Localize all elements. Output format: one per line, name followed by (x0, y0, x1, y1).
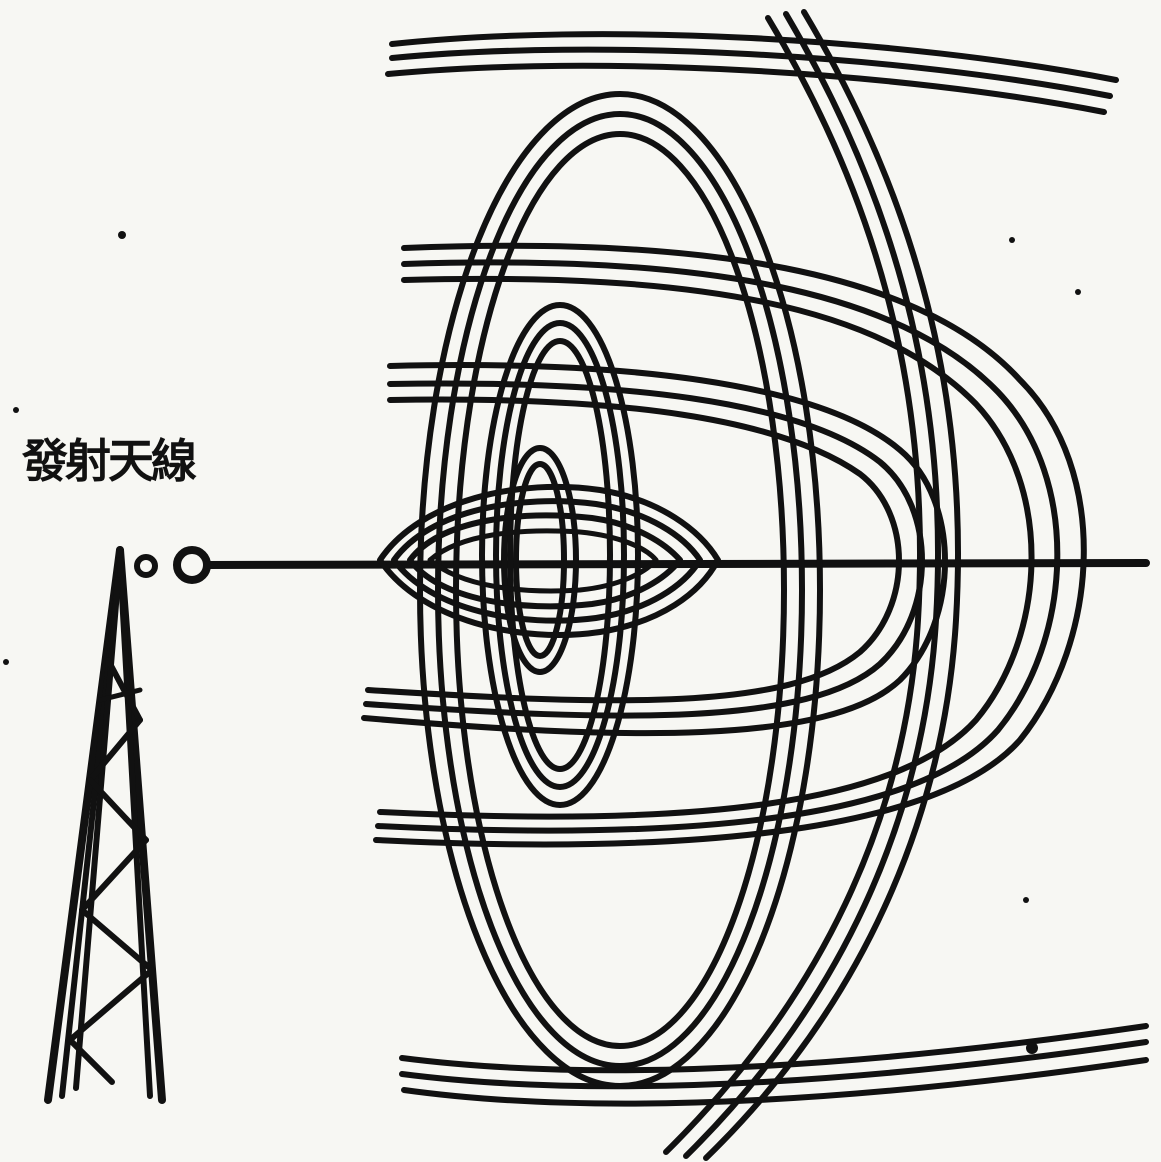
crossing-band (666, 12, 958, 1158)
field-lines-bottom (402, 1026, 1146, 1104)
outer-lobes (364, 246, 1084, 845)
field-ellipses (420, 94, 820, 1086)
antenna-label: 發射天線 (22, 438, 194, 484)
antenna-feed (137, 550, 207, 580)
antenna-tower (48, 550, 162, 1100)
field-lines-top (388, 34, 1116, 112)
